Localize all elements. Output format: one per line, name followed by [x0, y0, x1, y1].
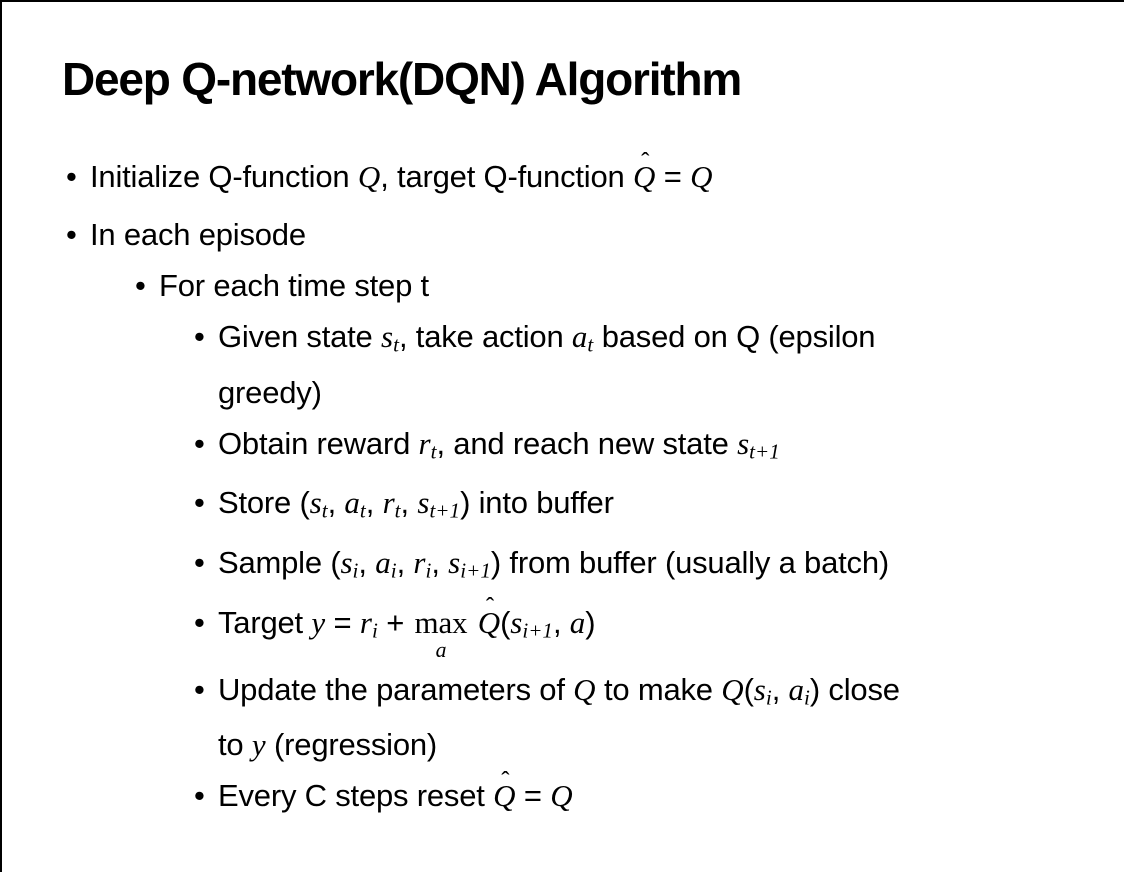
bullet-icon: •	[194, 425, 205, 461]
bullet-list: • Initialize Q-function Q, target Q-funct…	[2, 148, 1124, 819]
bullet-text: Initialize Q-function Q, target Q-functi…	[90, 148, 713, 194]
list-item: • For each time step t	[2, 262, 1124, 309]
bullet-text: In each episode	[90, 217, 306, 252]
list-item: • Store (st, at, rt, st+1) into buffer	[2, 479, 1124, 535]
list-item: • Update the parameters of Q to make Q(si…	[2, 666, 1124, 769]
bullet-icon: •	[194, 778, 205, 814]
bullet-icon: •	[135, 268, 146, 303]
bullet-text: Obtain reward rt, and reach new state st…	[218, 425, 780, 464]
bullet-text: Store (st, at, rt, st+1) into buffer	[218, 485, 614, 523]
bullet-text: Sample (si, ai, ri, si+1) from buffer (u…	[218, 544, 889, 583]
bullet-text: Given state st, take action at based on …	[218, 319, 876, 410]
bullet-icon: •	[66, 159, 77, 194]
bullet-icon: •	[194, 604, 205, 640]
list-item: • Initialize Q-function Q, target Q-funct…	[2, 148, 1124, 200]
bullet-text: Update the parameters of Q to make Q(si,…	[218, 671, 900, 763]
list-item: • Given state st, take action at based on…	[2, 313, 1124, 416]
list-item: • In each episode	[2, 211, 1124, 258]
bullet-icon: •	[194, 671, 205, 707]
slide-title: Deep Q-network(DQN) Algorithm	[62, 53, 742, 105]
list-item: • Obtain reward rt, and reach new state s…	[2, 420, 1124, 476]
bullet-icon: •	[194, 485, 205, 521]
bullet-icon: •	[194, 544, 205, 580]
bullet-text: For each time step t	[159, 268, 429, 303]
list-item: • Sample (si, ai, ri, si+1) from buffer (…	[2, 539, 1124, 595]
bullet-icon: •	[66, 217, 77, 252]
bullet-icon: •	[194, 319, 205, 354]
